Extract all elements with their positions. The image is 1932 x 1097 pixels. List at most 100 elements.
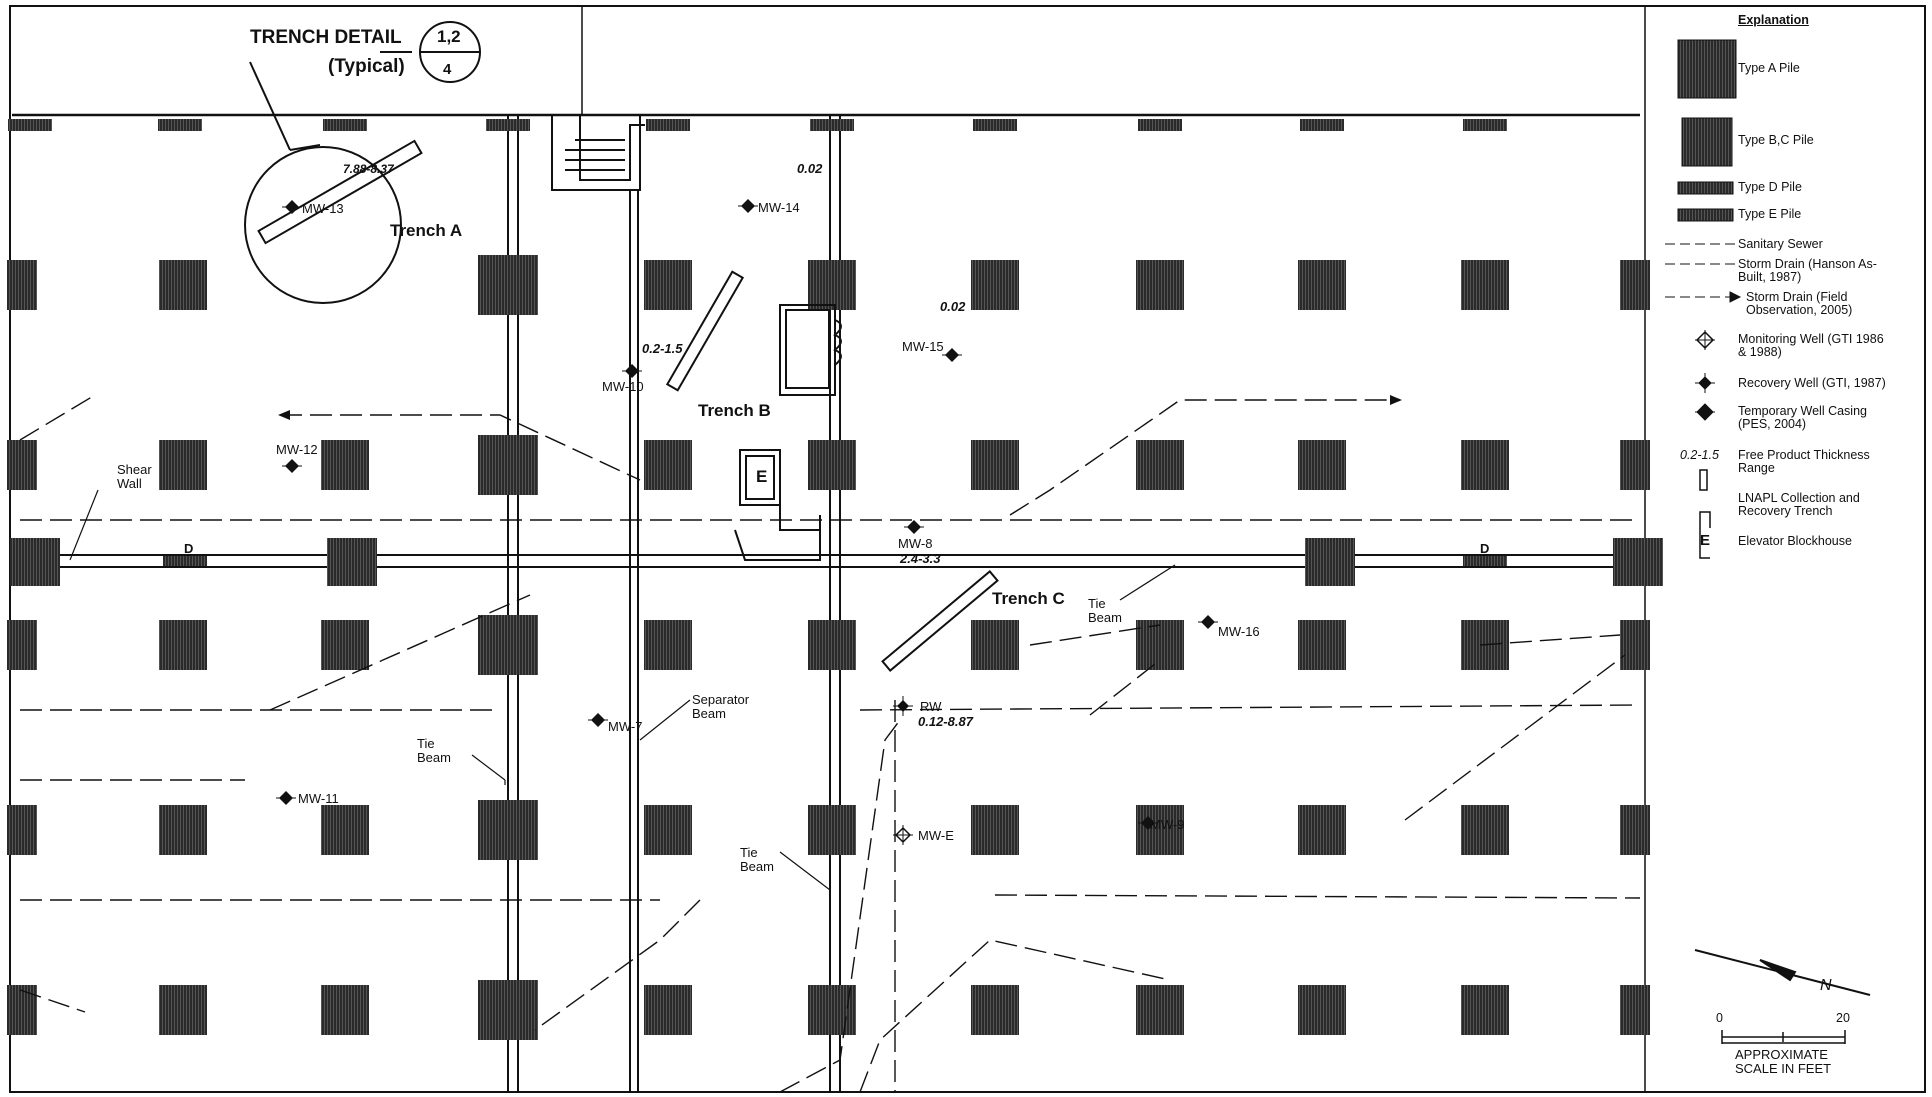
- pile-type-e: [1463, 556, 1507, 566]
- tie-beam-label-right: Tie Beam: [1088, 596, 1122, 625]
- pile: [1461, 805, 1509, 855]
- tie-beam-label-left: Tie Beam: [417, 736, 451, 765]
- pile: [1461, 260, 1509, 310]
- pile: [1613, 538, 1663, 586]
- tie-beam-label-center: Tie Beam: [740, 845, 774, 874]
- pile: [7, 805, 37, 855]
- pile: [971, 985, 1019, 1035]
- pile: [321, 985, 369, 1035]
- well-markers: [276, 199, 1218, 845]
- well-label-mw8: MW-8: [898, 536, 933, 551]
- pile: [1136, 985, 1184, 1035]
- thickness-mw15: 0.02: [940, 299, 966, 314]
- pile: [7, 260, 37, 310]
- sewer-line: [994, 894, 1641, 899]
- sewer-line: [1404, 654, 1626, 821]
- legend-fp-symbol: 0.2-1.5: [1680, 448, 1719, 462]
- well-label-mw11: MW-11: [298, 791, 339, 806]
- pile-type-d: [323, 119, 367, 131]
- pile: [971, 260, 1019, 310]
- sewer-line: [1479, 634, 1621, 646]
- scale-max: 20: [1836, 1011, 1850, 1025]
- pile: [1136, 805, 1184, 855]
- thickness-rw: 0.12-8.87: [918, 714, 973, 729]
- elevator-blockhouse: [734, 304, 842, 561]
- well-label-mw16: MW-16: [1218, 624, 1260, 639]
- well-marker-mw16: [1198, 615, 1218, 629]
- pile: [808, 805, 856, 855]
- legend-well-symbols: [1695, 330, 1715, 421]
- pile-type-d: [158, 119, 202, 131]
- pile-type-d: [646, 119, 690, 131]
- pile: [1298, 620, 1346, 670]
- well-label-mw9: MW-9: [1150, 817, 1185, 832]
- well-marker-mw11: [276, 791, 296, 805]
- pile: [1298, 985, 1346, 1035]
- legend-monitoring-well: Monitoring Well (GTI 1986 & 1988): [1738, 332, 1884, 360]
- sewer-line: [779, 719, 901, 1093]
- legend-temp-casing: Temporary Well Casing (PES, 2004): [1738, 404, 1867, 432]
- sewer-line: [280, 414, 641, 481]
- legend-sanitary-sewer: Sanitary Sewer: [1738, 237, 1823, 251]
- pile: [321, 805, 369, 855]
- pile: [808, 440, 856, 490]
- pile-type-d: [1300, 119, 1344, 131]
- well-label-mw12: MW-12: [276, 442, 318, 457]
- pile-type-d: [1138, 119, 1182, 131]
- pile: [1298, 260, 1346, 310]
- pile: [478, 980, 538, 1040]
- legend-elev-symbol: E: [1700, 532, 1711, 549]
- trench-detail-bottom: 4: [443, 61, 452, 78]
- sewer-line: [1029, 624, 1161, 646]
- pile: [327, 538, 377, 586]
- legend-title: Explanation: [1738, 13, 1809, 27]
- well-marker-mwe: [893, 825, 913, 845]
- trench-detail-title: TRENCH DETAIL: [250, 27, 402, 48]
- pile: [1461, 985, 1509, 1035]
- flow-arrow: [278, 410, 290, 420]
- well-label-rw: RW: [920, 699, 942, 714]
- trench-detail-range: 7.88-8.37: [343, 162, 394, 176]
- well-marker-mw8: [904, 520, 924, 534]
- separator-beam-label: Separator Beam: [692, 692, 750, 721]
- elevator-label: E: [756, 467, 768, 486]
- shear-wall-label: Shear Wall: [117, 462, 152, 491]
- legend-pile-a: Type A Pile: [1738, 61, 1800, 75]
- north-label: N: [1820, 977, 1832, 994]
- sewer-line: [269, 594, 531, 711]
- pile: [1136, 440, 1184, 490]
- trench-a-label: Trench A: [390, 221, 463, 240]
- pile: [1620, 805, 1650, 855]
- pile: [159, 620, 207, 670]
- well-marker-rw: [893, 696, 913, 716]
- pile: [159, 985, 207, 1035]
- lnapl-trenches: [665, 270, 999, 673]
- well-label-mw10: MW-10: [602, 379, 644, 394]
- sewer-lines: [19, 394, 1641, 1093]
- pile: [159, 440, 207, 490]
- legend-pile-d: Type D Pile: [1738, 180, 1802, 194]
- pile: [159, 260, 207, 310]
- pile: [644, 260, 692, 310]
- well-marker-mw12: [282, 459, 302, 473]
- pile-type-d: [486, 119, 530, 131]
- legend-fp-thickness: Free Product Thickness Range: [1738, 448, 1870, 476]
- legend-elevator: Elevator Blockhouse: [1738, 534, 1852, 548]
- pile: [1461, 440, 1509, 490]
- pile: [1620, 620, 1650, 670]
- pile: [971, 805, 1019, 855]
- trench-b-label: Trench B: [698, 401, 771, 420]
- pile-type-d: [810, 119, 854, 131]
- pile: [10, 538, 60, 586]
- pile: [808, 260, 856, 310]
- sewer-line: [19, 989, 86, 1013]
- pile: [1298, 805, 1346, 855]
- pile: [7, 440, 37, 490]
- d-label-right: D: [1480, 541, 1490, 556]
- pile: [478, 255, 538, 315]
- trench-detail-top: 1,2: [437, 27, 461, 46]
- legend-pile-bc: Type B,C Pile: [1738, 133, 1814, 147]
- sewer-line: [1089, 659, 1161, 716]
- well-label-mwe: MW-E: [918, 828, 954, 843]
- pile: [321, 620, 369, 670]
